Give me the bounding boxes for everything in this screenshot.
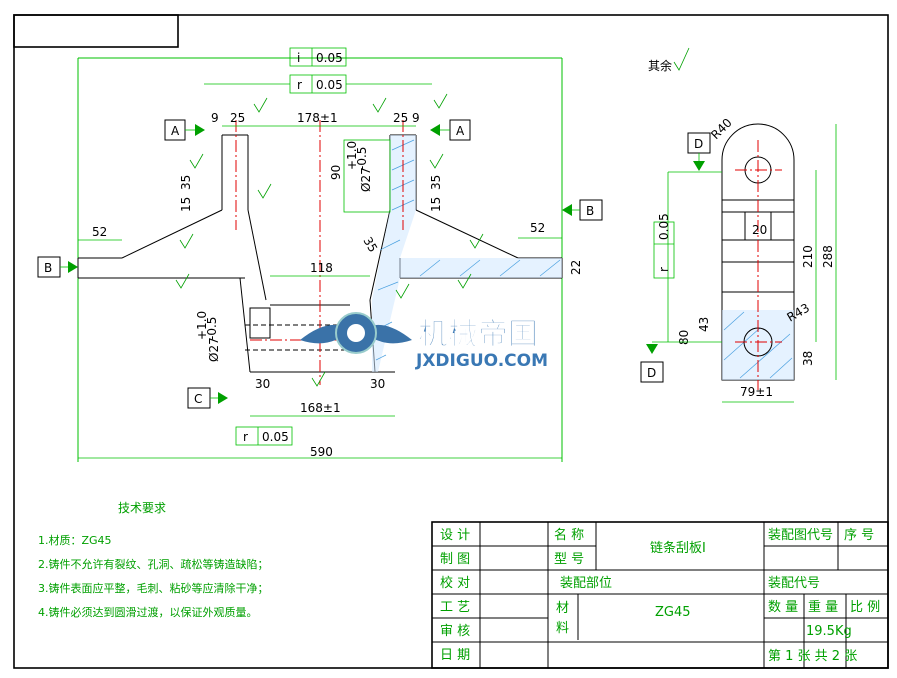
dim-288: 288 (821, 245, 835, 268)
title-block: 设 计 制 图 校 对 工 艺 审 核 日 期 名 称 型 号 链条刮板I 装配… (431, 521, 889, 669)
tb-assembly-part: 装配部位 (560, 576, 612, 591)
tb-scale: 比 例 (850, 600, 880, 615)
svg-text:B: B (44, 261, 52, 275)
dim-9-left: 9 (211, 111, 219, 125)
tb-sheet: 第 1 张 共 2 张 (768, 649, 857, 664)
tb-material-label-1: 材 (556, 601, 569, 616)
tb-material-label-2: 料 (556, 621, 569, 636)
tb-asm-code: 装配代号 (768, 576, 820, 591)
dim-027-bot: Ø27 (207, 337, 221, 362)
datum-a-left: A (164, 119, 205, 141)
dim-118: 118 (310, 261, 333, 275)
datum-a-right: A (430, 119, 471, 141)
dim-90: 90 (329, 165, 343, 180)
dim-35-left: 35 (179, 175, 193, 190)
tb-asm-drawing-no: 装配图代号 (768, 528, 833, 543)
svg-text:r: r (243, 430, 248, 444)
side-view: 其余 R40 20 210 288 80 43 R43 38 79 (640, 47, 837, 403)
svg-text:D: D (647, 366, 656, 380)
dim-30-right: 30 (370, 377, 385, 391)
datum-b-left: B (37, 256, 78, 278)
dim-027-bot-tol-up: +1.0 (195, 311, 209, 340)
dim-38: 38 (801, 351, 815, 366)
tech-item-1: 1.材质：ZG45 (38, 533, 112, 547)
dim-25-right: 25 (393, 111, 408, 125)
datum-d-top: D (687, 132, 711, 171)
dim-r40: R40 (708, 116, 735, 143)
tech-title: 技术要求 (118, 501, 166, 515)
dim-52-left: 52 (92, 225, 107, 239)
svg-text:r: r (657, 267, 671, 272)
tolerance-frame-r-top: r 0.05 (289, 74, 347, 94)
dim-35-rotated: 35 (360, 235, 380, 255)
watermark-logo: 机械帝国 JXDIGUO.COM (300, 312, 548, 371)
tb-process: 工 艺 (440, 600, 470, 615)
dim-80: 80 (677, 330, 691, 345)
tech-item-2: 2.铸件不允许有裂纹、孔洞、疏松等铸造缺陷； (38, 557, 269, 571)
front-view: 590 (37, 47, 603, 462)
datum-d-bottom: D (640, 344, 664, 383)
tb-name-label: 名 称 (554, 527, 584, 543)
frame-label-box (13, 14, 179, 48)
dim-15-left: 15 (179, 197, 193, 212)
svg-text:C: C (194, 392, 202, 406)
tb-weight: 重 量 (808, 599, 838, 615)
tb-qty: 数 量 (768, 600, 798, 615)
svg-text:A: A (171, 124, 180, 138)
tb-weight-val: 19.5Kg (806, 624, 852, 639)
dim-20: 20 (752, 223, 767, 237)
datum-c: C (187, 387, 228, 409)
tb-material: ZG45 (655, 605, 691, 620)
dim-027-top-tol-up: +1.0 (345, 141, 359, 170)
roughness-other-label: 其余 (648, 58, 672, 73)
tb-seq-no: 序 号 (844, 528, 874, 543)
tolerance-frame-r-side: r 0.05 (653, 213, 675, 279)
svg-text:D: D (694, 137, 703, 151)
watermark-cn: 机械帝国 (418, 317, 538, 352)
dim-r43: R43 (785, 301, 812, 325)
dim-210: 210 (801, 245, 815, 268)
dim-027-bot-tol-dn: -0.5 (205, 317, 219, 340)
svg-text:A: A (456, 124, 465, 138)
dim-027-top-tol-dn: -0.5 (355, 147, 369, 170)
dim-43: 43 (697, 317, 711, 332)
tb-model-label: 型 号 (554, 552, 584, 567)
tolerance-frame-r-bottom: r 0.05 (235, 426, 293, 446)
dim-168: 168±1 (300, 401, 341, 415)
dim-79: 79±1 (740, 385, 773, 399)
dim-30-left: 30 (255, 377, 270, 391)
svg-text:r: r (297, 78, 302, 92)
tech-item-4: 4.铸件必须达到圆滑过渡，以保证外观质量。 (38, 605, 258, 619)
dim-35-right: 35 (429, 175, 443, 190)
svg-text:0.05: 0.05 (316, 78, 343, 92)
svg-text:0.05: 0.05 (657, 213, 671, 240)
svg-text:0.05: 0.05 (316, 51, 343, 65)
tech-requirements: 技术要求 1.材质：ZG45 2.铸件不允许有裂纹、孔洞、疏松等铸造缺陷； 3.… (38, 501, 269, 619)
dim-178: 178±1 (297, 111, 338, 125)
tb-check: 校 对 (440, 575, 470, 591)
datum-b-right: B (562, 199, 603, 221)
tb-part-name: 链条刮板I (650, 540, 706, 556)
dim-027-top: Ø27 (359, 167, 373, 192)
tech-item-3: 3.铸件表面应平整，毛刺、粘砂等应清除干净； (38, 581, 269, 595)
tb-review: 审 核 (440, 624, 470, 639)
dim-22: 22 (569, 260, 583, 275)
tb-date: 日 期 (440, 648, 470, 663)
dim-25-left: 25 (230, 111, 245, 125)
svg-text:i: i (297, 51, 300, 65)
svg-text:B: B (586, 204, 594, 218)
dim-52-right: 52 (530, 221, 545, 235)
dim-9-right: 9 (412, 111, 420, 125)
dim-590: 590 (310, 445, 333, 459)
tb-design: 设 计 (440, 528, 470, 543)
tolerance-frame-i: i 0.05 (289, 47, 347, 67)
watermark-en: JXDIGUO.COM (415, 351, 548, 371)
dim-15-right: 15 (429, 197, 443, 212)
svg-text:0.05: 0.05 (262, 430, 289, 444)
tb-draw: 制 图 (440, 552, 470, 567)
